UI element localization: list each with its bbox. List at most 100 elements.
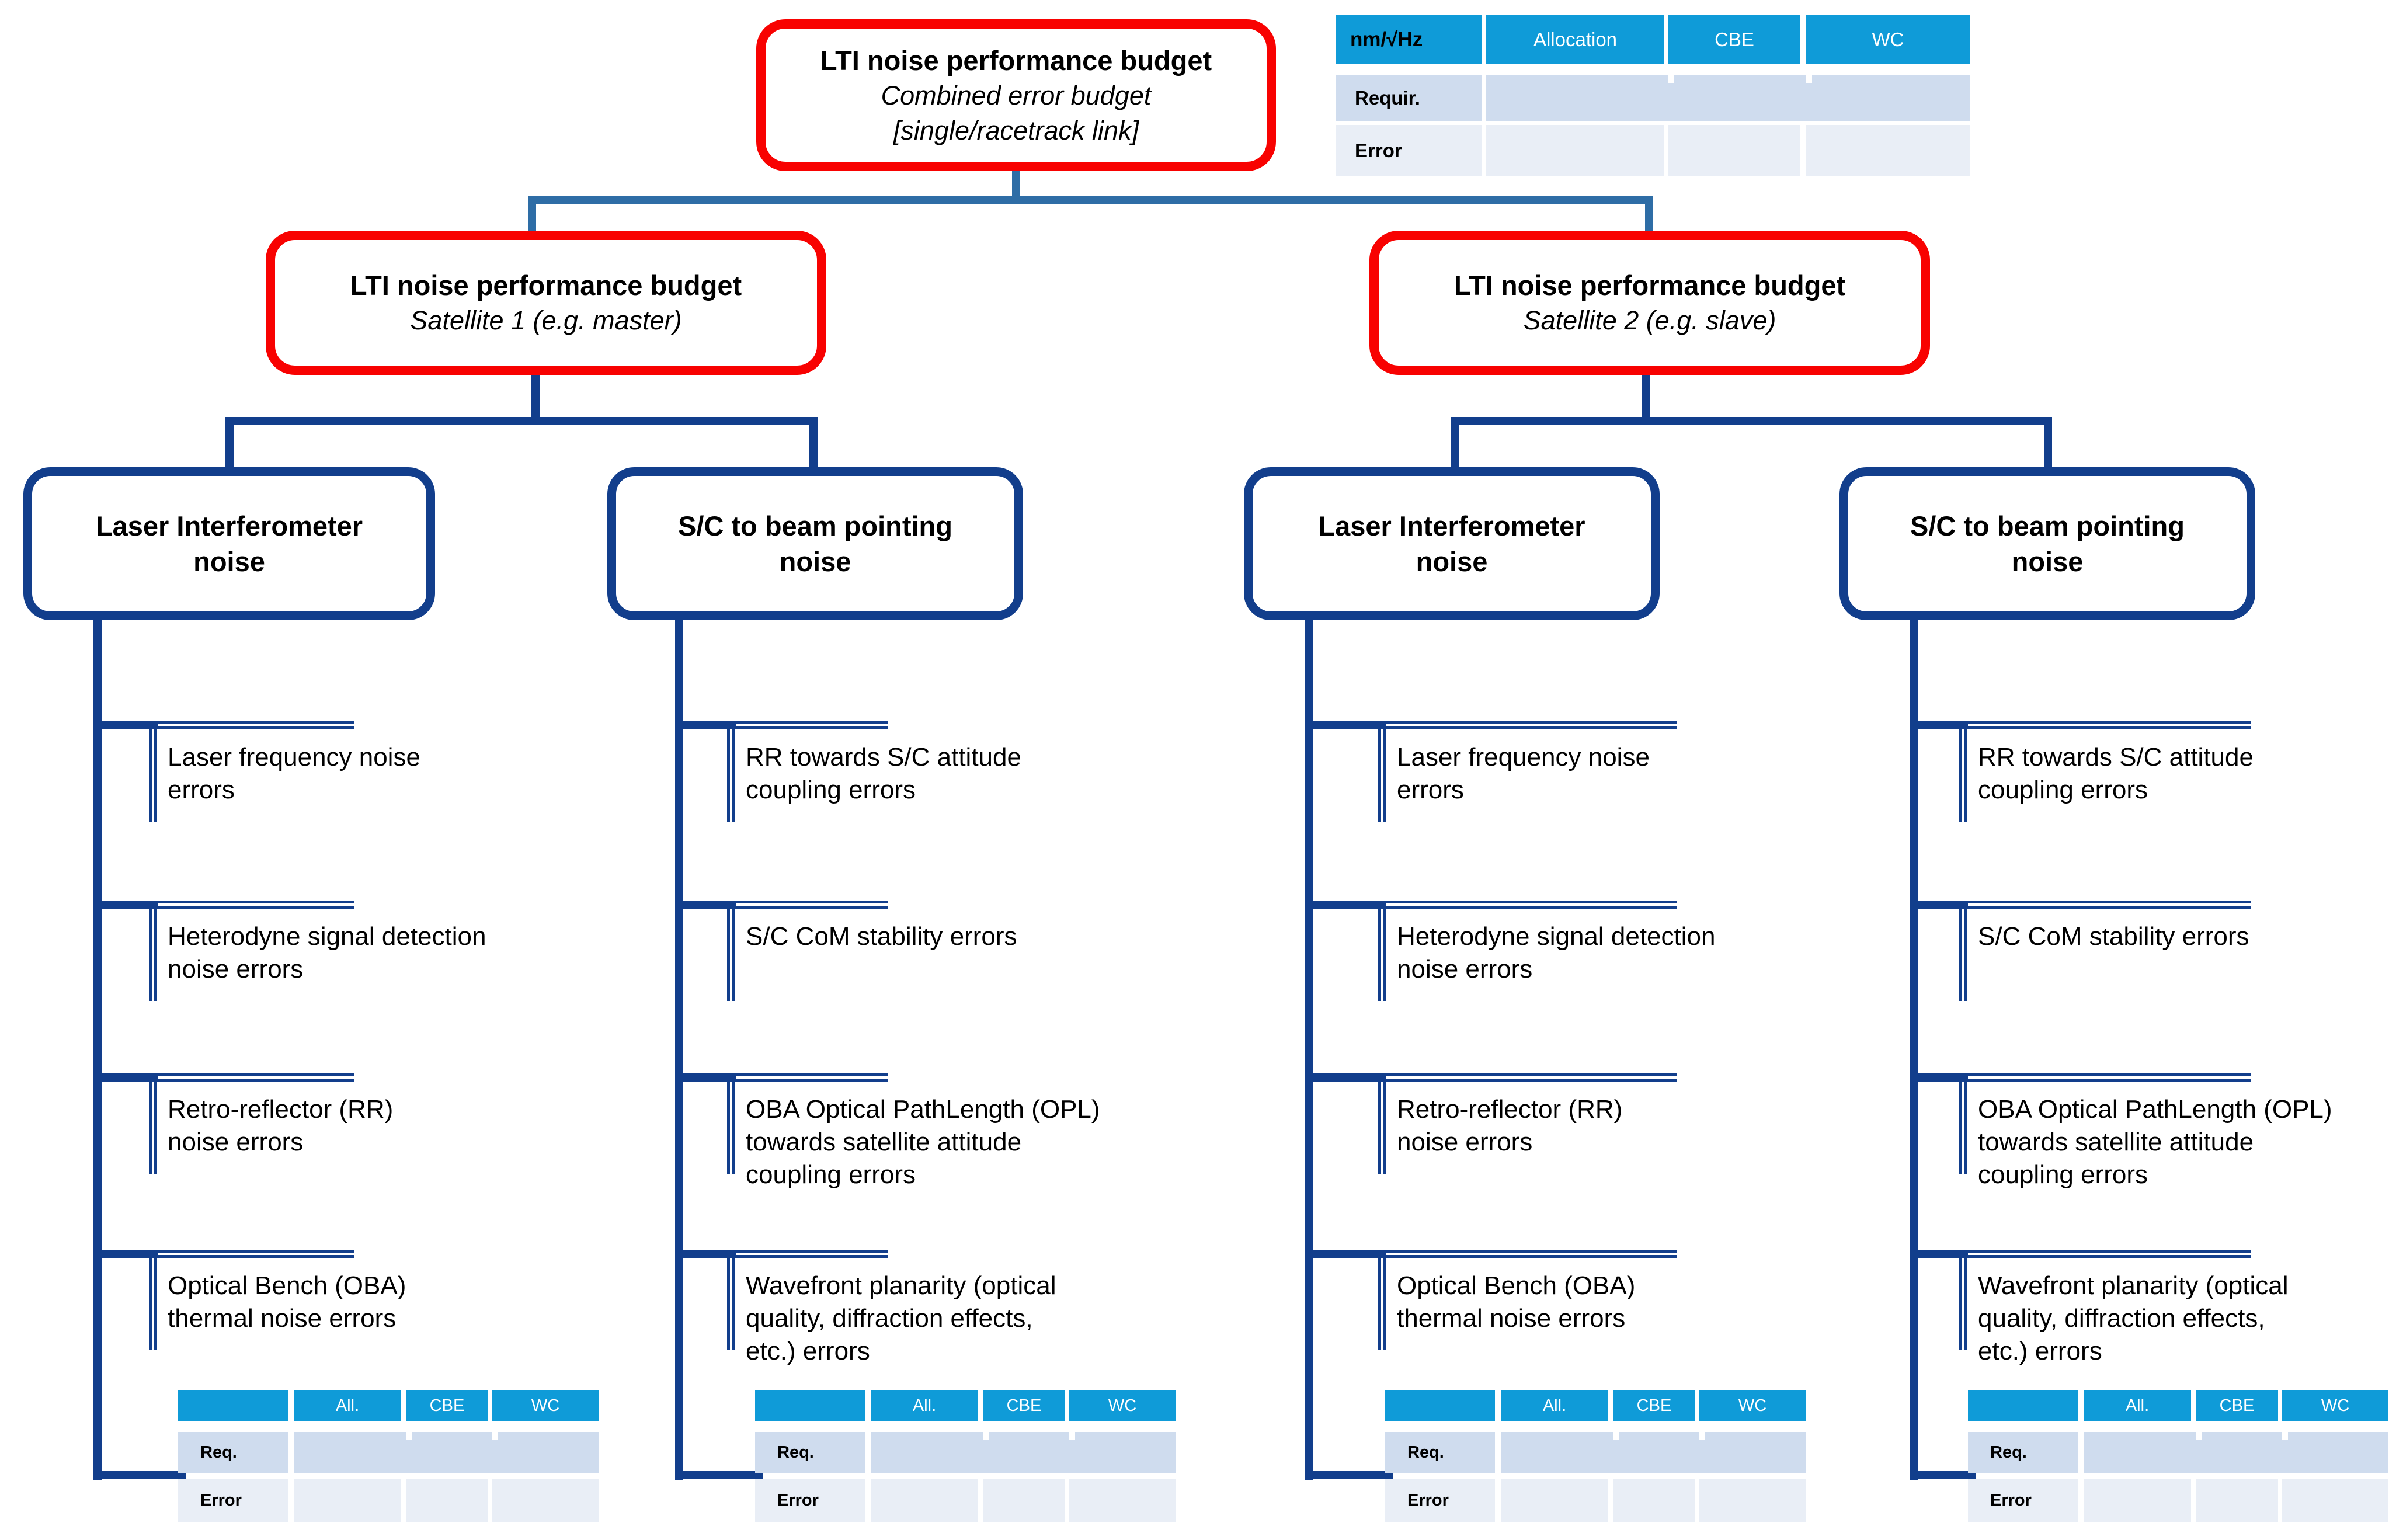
mini-header-allocation: All. xyxy=(1501,1390,1608,1421)
mini-header-blank xyxy=(1385,1390,1495,1421)
mini-header-cbe: CBE xyxy=(406,1390,488,1421)
leaf-optical-bench-thermal-sat1: Optical Bench (OBA) thermal noise errors xyxy=(168,1271,406,1333)
mini-header-cbe: CBE xyxy=(983,1390,1065,1421)
trunk-column-d xyxy=(1910,618,1918,1480)
leaf-frame xyxy=(149,1250,354,1350)
mini-error-value xyxy=(406,1479,488,1522)
mini-header-wc: WC xyxy=(492,1390,599,1421)
cell-divider-notch xyxy=(2282,1432,2288,1440)
mini-req-values xyxy=(871,1432,1176,1473)
leaf-frame xyxy=(727,901,888,1001)
leaf-retro-reflector-sat2: Retro-reflector (RR) noise errors xyxy=(1397,1095,1623,1156)
satellite-2-box: LTI noise performance budget Satellite 2… xyxy=(1369,231,1930,375)
leaf-rr-attitude-coupling-sat1: RR towards S/C attitude coupling errors xyxy=(746,743,1021,804)
mini-row-label-error: Error xyxy=(178,1479,288,1522)
allocation-table-c: All. CBE WC Req. Error xyxy=(1385,1390,1806,1526)
cell-divider-notch xyxy=(1069,1432,1075,1440)
connector-drop-category-a xyxy=(225,417,234,470)
mini-error-value xyxy=(2282,1479,2388,1522)
cell-divider-notch xyxy=(2196,1432,2202,1440)
stub-c2 xyxy=(1305,901,1386,909)
stub-d1 xyxy=(1910,721,1968,729)
leaf-oba-opl-attitude-sat1: OBA Optical PathLength (OPL) towards sat… xyxy=(746,1095,1100,1189)
mini-error-value xyxy=(294,1479,401,1522)
leaf-frame xyxy=(1378,901,1677,1001)
cell-divider-notch xyxy=(1613,1432,1619,1440)
leaf-frame xyxy=(1959,901,2251,1001)
satellite-2-title: LTI noise performance budget xyxy=(1453,270,1846,301)
mini-row-label-req: Req. xyxy=(755,1432,865,1473)
mini-req-values xyxy=(2084,1432,2388,1473)
allocation-table-b: All. CBE WC Req. Error xyxy=(755,1390,1176,1526)
cell-divider-notch xyxy=(492,1432,498,1440)
summary-header-cbe: CBE xyxy=(1668,15,1800,64)
summary-header-wc: WC xyxy=(1806,15,1970,64)
leaf-com-stability-sat2: S/C CoM stability errors xyxy=(1978,922,2249,951)
category-box-beam-pointing-sat1: S/C to beam pointing noise xyxy=(607,467,1023,620)
mini-error-value xyxy=(871,1479,978,1522)
mini-header-cbe: CBE xyxy=(1613,1390,1695,1421)
leaf-frame xyxy=(149,901,354,1001)
mini-row-label-req: Req. xyxy=(1968,1432,2078,1473)
summary-error-value-wc xyxy=(1806,125,1970,176)
root-subtitle-2: [single/racetrack link] xyxy=(893,115,1139,145)
allocation-table-a: All. CBE WC Req. Error xyxy=(178,1390,599,1526)
leaf-frame xyxy=(1959,721,2251,822)
stub-b4 xyxy=(675,1250,736,1258)
stub-d2 xyxy=(1910,901,1968,909)
trunk-column-c xyxy=(1305,618,1313,1480)
allocation-table-d: All. CBE WC Req. Error xyxy=(1968,1390,2388,1526)
mini-header-allocation: All. xyxy=(294,1390,401,1421)
summary-row-label-requirement: Requir. xyxy=(1336,75,1482,121)
category-title: Laser Interferometer noise xyxy=(95,510,363,577)
mini-error-value xyxy=(492,1479,599,1522)
mini-error-value xyxy=(1699,1479,1806,1522)
leaf-heterodyne-detection-sat1: Heterodyne signal detection noise errors xyxy=(168,922,486,983)
category-box-beam-pointing-sat2: S/C to beam pointing noise xyxy=(1839,467,2255,620)
leaf-frame xyxy=(727,721,888,822)
leaf-optical-bench-thermal-sat2: Optical Bench (OBA) thermal noise errors xyxy=(1397,1271,1636,1333)
stub-d3 xyxy=(1910,1073,1968,1082)
mini-row-label-error: Error xyxy=(1968,1479,2078,1522)
connector-root-rail xyxy=(528,196,1653,204)
mini-row-label-error: Error xyxy=(1385,1479,1495,1522)
summary-requirement-values xyxy=(1486,75,1970,121)
connector-drop-satellite1 xyxy=(528,196,536,232)
satellite-2-subtitle: Satellite 2 (e.g. slave) xyxy=(1523,305,1776,335)
trunk-column-a xyxy=(93,618,102,1480)
mini-header-blank xyxy=(755,1390,865,1421)
summary-table: nm/√Hz Allocation CBE WC Requir. Error xyxy=(1336,15,1970,176)
mini-header-wc: WC xyxy=(1699,1390,1806,1421)
leaf-frame xyxy=(1378,1073,1677,1174)
mini-row-label-error: Error xyxy=(755,1479,865,1522)
satellite-1-title: LTI noise performance budget xyxy=(350,270,742,301)
leaf-frame xyxy=(727,1250,888,1350)
mini-req-values xyxy=(1501,1432,1806,1473)
mini-error-value xyxy=(2196,1479,2278,1522)
stub-b1 xyxy=(675,721,736,729)
stub-b2 xyxy=(675,901,736,909)
mini-error-value xyxy=(1069,1479,1176,1522)
leaf-oba-opl-attitude-sat2: OBA Optical PathLength (OPL) towards sat… xyxy=(1978,1095,2332,1189)
mini-header-blank xyxy=(1968,1390,2078,1421)
cell-divider-notch xyxy=(1668,75,1674,83)
leaf-laser-frequency-noise-sat2: Laser frequency noise errors xyxy=(1397,743,1650,804)
leaf-rr-attitude-coupling-sat2: RR towards S/C attitude coupling errors xyxy=(1978,743,2254,804)
leaf-laser-frequency-noise-sat1: Laser frequency noise errors xyxy=(168,743,420,804)
mini-req-values xyxy=(294,1432,599,1473)
connector-drop-satellite2 xyxy=(1645,196,1653,232)
stub-b3 xyxy=(675,1073,736,1082)
root-subtitle: Combined error budget xyxy=(881,80,1152,110)
root-title: LTI noise performance budget xyxy=(820,44,1212,76)
root-box: LTI noise performance budget Combined er… xyxy=(756,19,1276,171)
mini-error-value xyxy=(2084,1479,2191,1522)
leaf-frame xyxy=(1959,1250,2251,1350)
connector-sat1-stem xyxy=(531,373,540,418)
category-title: Laser Interferometer noise xyxy=(1318,510,1585,577)
connector-sat1-rail xyxy=(225,417,818,425)
stub-d4 xyxy=(1910,1250,1968,1258)
leaf-frame xyxy=(727,1073,888,1174)
stub-a4 xyxy=(93,1250,158,1258)
leaf-heterodyne-detection-sat2: Heterodyne signal detection noise errors xyxy=(1397,922,1716,983)
stub-b-table xyxy=(675,1471,763,1479)
